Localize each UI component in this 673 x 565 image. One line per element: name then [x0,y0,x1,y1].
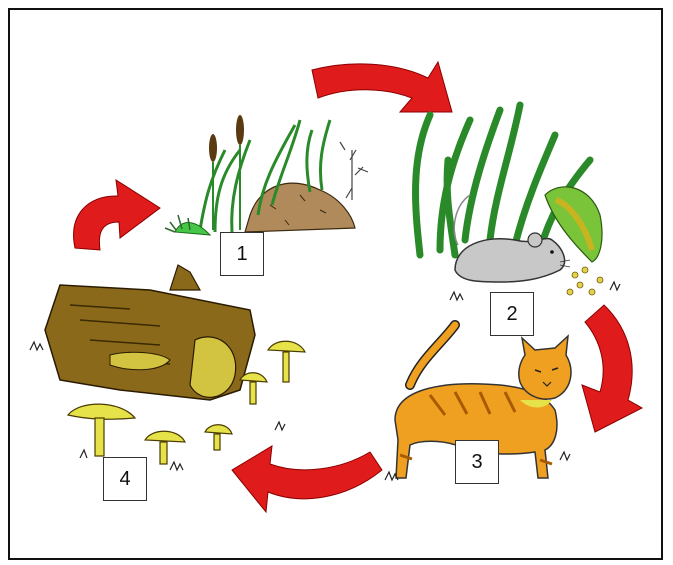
arrow-3-to-4 [232,446,382,512]
stage-4-label: 4 [103,457,147,501]
arrow-4-to-1 [74,180,160,250]
stage-4-scene [30,265,305,470]
stage-3-label: 3 [455,440,499,484]
stage-2-scene [416,105,620,300]
arrow-2-to-3 [582,305,642,432]
stage-1-scene [165,115,368,235]
stage-1-label: 1 [220,232,264,276]
arrow-1-to-2 [312,62,452,112]
stage-2-label: 2 [490,292,534,336]
